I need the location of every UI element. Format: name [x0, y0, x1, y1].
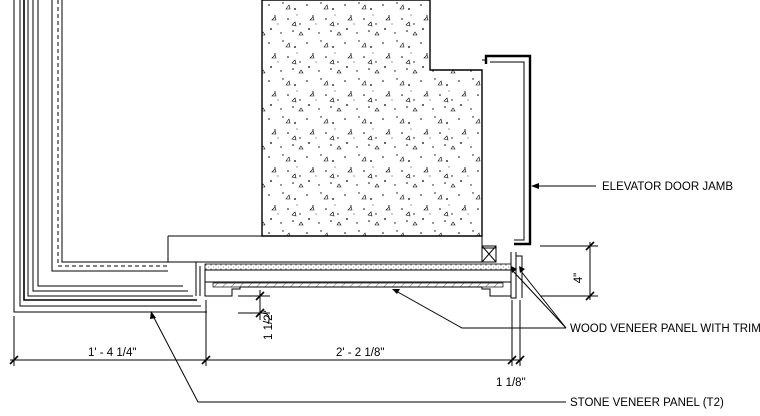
dim-left-span: 1' - 4 1/4"	[88, 347, 136, 359]
label-wood-veneer-panel: WOOD VENEER PANEL WITH TRIM	[570, 323, 760, 335]
label-elevator-door-jamb: ELEVATOR DOOR JAMB	[602, 181, 733, 193]
blocking-x	[481, 245, 497, 263]
dim-vertical-4: 4"	[573, 273, 585, 283]
dimension-lines	[9, 241, 598, 366]
leader-lines	[150, 183, 596, 403]
concrete-wall	[261, 0, 483, 237]
dim-vertical-1-5: 1 1/2"	[263, 310, 275, 340]
dim-middle-span: 2' - 2 1/8"	[336, 347, 384, 359]
wood-veneer-panel	[204, 252, 523, 299]
dim-right-small: 1 1/8"	[496, 377, 526, 389]
stone-ledge	[167, 235, 496, 296]
label-stone-veneer-panel: STONE VENEER PANEL (T2)	[570, 397, 724, 409]
left-wall-assembly	[13, 0, 207, 313]
elevator-door-jamb	[482, 54, 532, 246]
